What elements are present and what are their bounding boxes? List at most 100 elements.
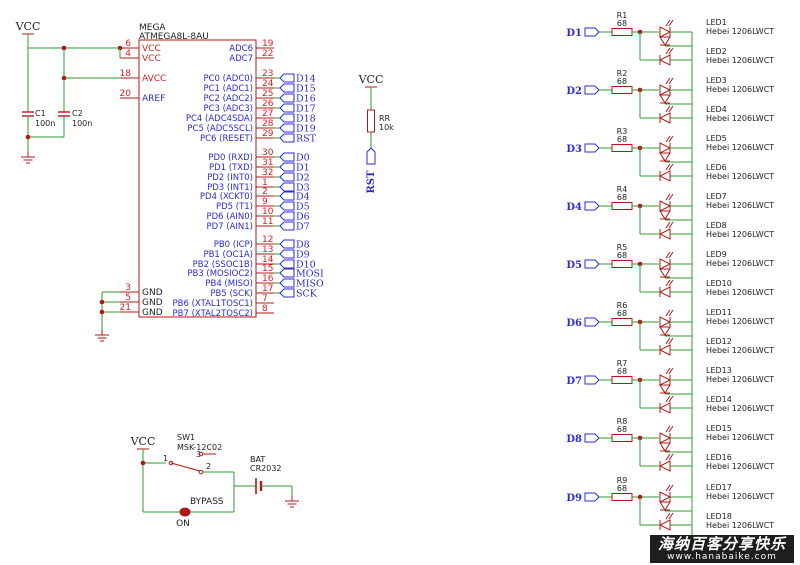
led-triangle [659,491,672,503]
mcu-ref: MEGA [139,23,166,33]
led-part: Hebei 1206LWCT [706,521,774,530]
net-label-text: D18 [296,114,316,125]
pin-name: PD7 (AIN1) [206,222,253,232]
led-icon [659,268,671,278]
net-label-text: D7 [296,222,310,233]
led-triangle [658,228,671,240]
resistor-value: 68 [617,193,627,202]
net-flag-icon [279,93,295,103]
net-label: SCK [279,288,318,300]
led-ref: LED15 [706,424,732,433]
net-flag-icon [279,259,295,269]
led-triangle [658,112,671,124]
resistor-icon [611,202,633,210]
pin-name: PC6 (RESET) [200,134,253,144]
led-triangle [659,200,672,212]
pin-name: AVCC [142,74,166,84]
led-part: Hebei 1206LWCT [706,201,774,210]
led-ref: LED8 [706,221,727,230]
led-ref: LED11 [706,308,732,317]
pin-number: 17 [262,284,273,294]
vcc-label: VCC [130,435,156,448]
junction-dot [140,460,146,466]
led-triangle [658,170,671,182]
net-label-text: MOSI [296,269,324,280]
pin-number: 16 [262,274,274,284]
ground-icon [95,330,109,342]
pin-name: PB1 (OC1A) [203,250,253,260]
switch-contact-icon [198,451,204,457]
led-icon [659,442,671,452]
led-triangle [658,460,671,472]
net-label-text: D3 [296,183,310,194]
pin-number: 19 [262,39,274,49]
led-arrow [668,512,674,520]
net-flag-icon [279,152,295,162]
led-arrow [665,279,671,287]
led-part: Hebei 1206LWCT [706,346,774,355]
net-label: D19 [279,123,316,135]
pin-number: 11 [262,217,273,227]
net-label: D3 [566,143,600,155]
net-label: D16 [279,93,316,105]
pin-number: 18 [120,69,132,79]
led-arrow [665,135,671,143]
pin-name: PC3 (ADC3) [203,104,253,114]
net-label: D4 [279,191,310,203]
bypass-label: BYPASS [190,497,224,507]
led-icon [659,135,674,154]
led-part: Hebei 1206LWCT [706,143,774,152]
resistor-icon [611,376,633,384]
junction-dot [25,134,31,140]
led-triangle [658,286,671,298]
resistor-ref: R6 [617,301,628,310]
switch-pin: 2 [206,462,211,471]
led-arrow [665,425,671,433]
net-label: D9 [279,249,310,261]
led-arrow [668,367,674,375]
pin-number: 20 [120,89,132,99]
led-triangle [659,501,671,511]
led-ref: LED3 [706,76,727,85]
led-ref: LED12 [706,337,732,346]
net-label-text: D5 [566,260,582,271]
pin-name: PD6 (AIN0) [206,212,253,222]
pin-number: 13 [262,245,273,255]
pin-name: PC5 (ADC5SCL) [187,124,253,134]
vcc-label: VCC [358,73,384,86]
net-flag-icon [279,73,295,83]
resistor-ref: R4 [617,185,628,194]
net-label-text: D14 [296,74,316,85]
led-ref: LED10 [706,279,732,288]
led-arrow [665,251,671,259]
led-triangle [659,432,672,444]
led-triangle [659,258,672,270]
net-flag-icon [279,191,295,201]
pin-number: 30 [262,148,274,158]
led-icon [659,326,671,336]
ground-icon [21,152,35,164]
led-icon [659,384,671,394]
led-arrow [665,193,671,201]
net-label: D7 [566,375,600,387]
led-triangle [658,54,671,66]
net-label-text: RST [296,134,317,145]
junction-dot [61,45,67,51]
junction-dot [99,309,105,315]
net-label-text: D9 [296,250,310,261]
net-label: D2 [566,85,600,97]
resistor-value: 68 [617,484,627,493]
led-ref: LED9 [706,250,727,259]
pin-number: 8 [262,304,268,314]
pin-name: PD0 (RXD) [208,153,253,163]
pin-name: PB5 (SCK) [210,289,253,299]
pin-name: VCC [142,54,161,64]
pin-number: 12 [262,235,273,245]
net-label: D6 [279,211,310,223]
led-arrow [668,425,674,433]
led-icon [659,94,671,104]
led-arrow [665,221,671,229]
net-label-text: D10 [296,260,316,271]
net-flag-icon [584,375,600,385]
net-flag-icon [279,103,295,113]
